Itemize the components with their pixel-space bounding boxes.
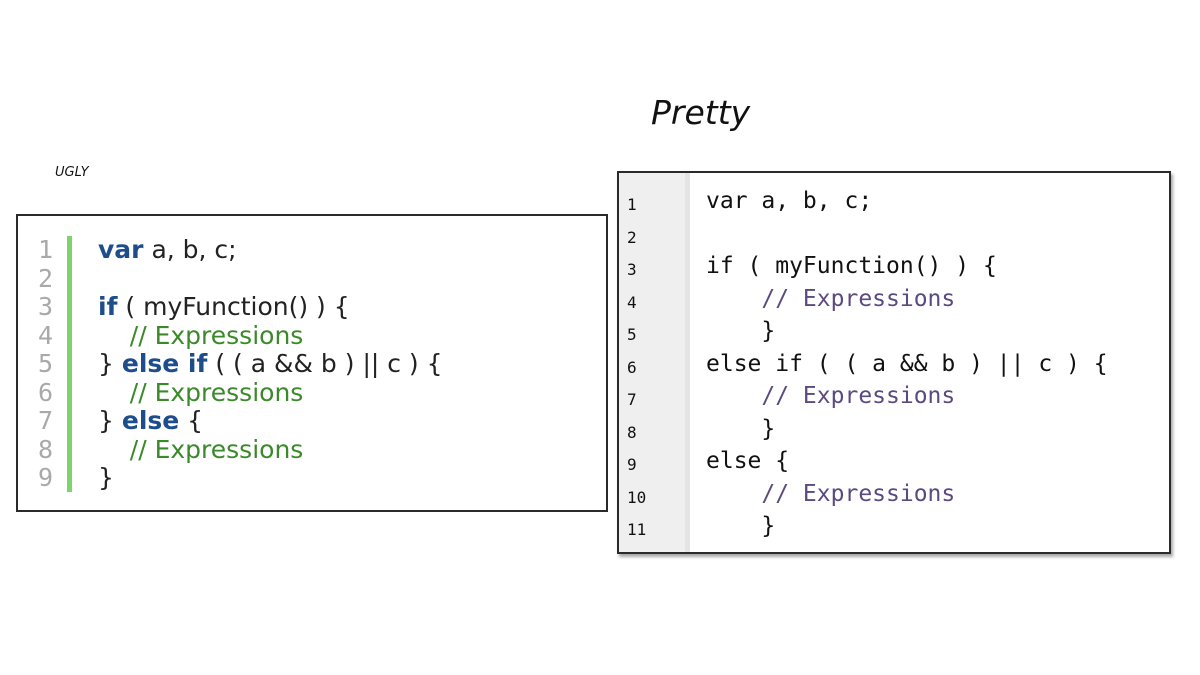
code-text: }	[706, 415, 776, 442]
pretty-line-number: 9	[627, 455, 637, 474]
code-keyword: if	[98, 292, 118, 321]
code-text: else {	[706, 448, 790, 474]
ugly-line-number: 6	[38, 377, 54, 407]
ugly-code-line: // Expressions	[98, 377, 443, 408]
pretty-gutter-edge	[685, 173, 690, 552]
pretty-line-number: 4	[627, 292, 637, 312]
pretty-line-number: 2	[627, 227, 637, 247]
pretty-line-number: 1	[627, 195, 637, 214]
ugly-line-number: 4	[38, 320, 54, 350]
ugly-gutter-bar	[67, 236, 72, 492]
code-keyword: var	[98, 235, 144, 264]
pretty-code-line: }	[706, 413, 1108, 446]
ugly-code-line: var a, b, c;	[98, 235, 443, 265]
ugly-line-number: 9	[38, 463, 54, 492]
pretty-code-line: var a, b, c;	[706, 185, 1108, 218]
ugly-line-number: 3	[38, 292, 54, 321]
pretty-code-line: // Expressions	[706, 283, 1108, 316]
ugly-code-line: } else {	[98, 406, 443, 436]
ugly-code-lines: var a, b, c; if ( myFunction() ) { // Ex…	[98, 235, 443, 493]
code-text: ( ( a && b ) || c ) {	[207, 349, 443, 378]
pretty-code-line: }	[706, 510, 1108, 543]
pretty-line-number: 5	[627, 325, 637, 344]
pretty-code-line: if ( myFunction() ) {	[706, 250, 1108, 283]
code-comment: // Expressions	[98, 320, 304, 350]
ugly-code-line: } else if ( ( a && b ) || c ) {	[98, 349, 443, 379]
code-text: if ( myFunction() ) {	[706, 253, 997, 279]
code-keyword: else if	[121, 349, 208, 378]
pretty-line-numbers: 1 2 3 4 5 6 7 8 9 10 11	[627, 189, 646, 547]
pretty-code-line: // Expressions	[706, 380, 1108, 413]
pretty-code-line	[706, 218, 1108, 251]
ugly-label: UGLY	[55, 165, 89, 180]
pretty-line-number: 10	[627, 487, 647, 507]
pretty-code-line: else if ( ( a && b ) || c ) {	[706, 348, 1108, 381]
code-text: var a, b, c;	[706, 188, 873, 214]
ugly-code-line: }	[98, 463, 443, 493]
code-text: }	[98, 463, 114, 492]
ugly-line-number: 1	[38, 235, 54, 264]
pretty-code-lines: var a, b, c; if ( myFunction() ) { // Ex…	[706, 185, 1108, 543]
code-text: {	[179, 406, 204, 435]
pretty-code-panel: 1 2 3 4 5 6 7 8 9 10 11 var a, b, c; if ( myFuncti…	[617, 171, 1171, 554]
code-comment: // Expressions	[706, 480, 956, 507]
code-comment: // Expressions	[98, 377, 304, 407]
ugly-code-line: // Expressions	[98, 434, 443, 465]
code-text: else if ( ( a && b ) || c ) {	[706, 350, 1108, 377]
code-text: }	[98, 349, 122, 378]
code-comment: // Expressions	[706, 383, 956, 409]
pretty-line-number: 7	[627, 390, 637, 409]
code-text: ( myFunction() ) {	[117, 292, 350, 321]
code-text: a, b, c;	[143, 235, 237, 264]
pretty-line-number: 8	[627, 422, 637, 442]
pretty-line-number: 11	[627, 520, 647, 539]
pretty-label: Pretty	[651, 93, 751, 132]
code-comment: // Expressions	[98, 434, 304, 464]
pretty-line-number: 3	[627, 260, 637, 279]
code-text: }	[706, 513, 776, 539]
ugly-line-number: 8	[38, 434, 54, 464]
ugly-code-line: if ( myFunction() ) {	[98, 292, 443, 322]
code-text: }	[98, 406, 122, 435]
code-comment: // Expressions	[706, 285, 956, 312]
ugly-line-number: 5	[38, 349, 54, 378]
ugly-code-line: // Expressions	[98, 320, 443, 351]
ugly-code-line	[98, 265, 443, 294]
pretty-code-line: // Expressions	[706, 478, 1108, 511]
ugly-line-number: 7	[38, 406, 54, 435]
code-text: }	[706, 318, 776, 344]
ugly-line-number: 2	[38, 263, 54, 293]
code-keyword: else	[121, 406, 180, 435]
pretty-code-line: }	[706, 315, 1108, 348]
pretty-line-number: 6	[627, 357, 637, 377]
pretty-code-line: else {	[706, 445, 1108, 478]
